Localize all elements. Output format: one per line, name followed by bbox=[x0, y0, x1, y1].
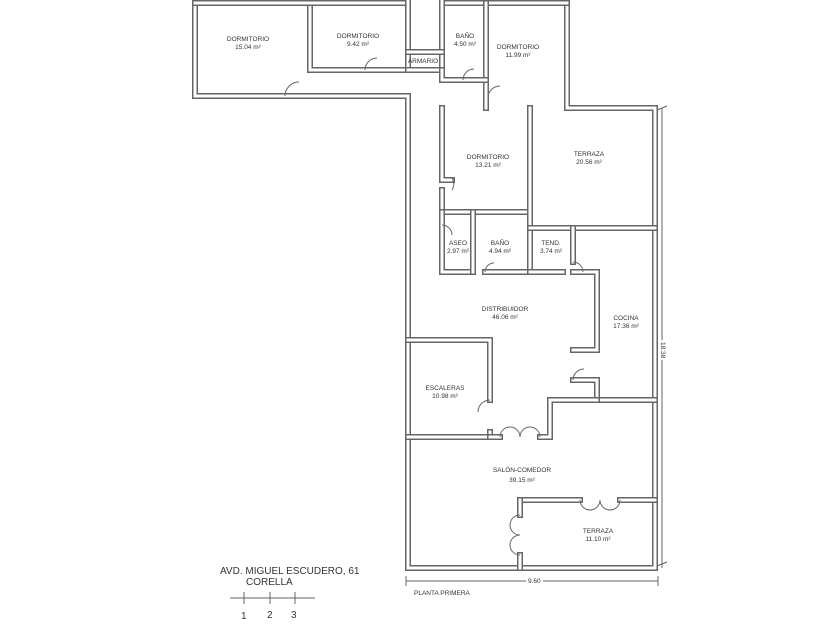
room-name: COCINA bbox=[613, 315, 639, 322]
room-name: DORMITORIO bbox=[226, 36, 270, 43]
wall bbox=[440, 68, 488, 82]
room-name: BAÑO bbox=[455, 33, 475, 40]
door-swing bbox=[284, 81, 300, 97]
height-dimension: 18.38 bbox=[659, 340, 666, 361]
door-swing bbox=[572, 368, 585, 381]
walls bbox=[192, 0, 658, 571]
room-salon-comedor: SALÓN-COMEDOR 39.15 m² bbox=[493, 467, 551, 485]
room-area: 17.36 m² bbox=[613, 323, 639, 330]
room-area: 10.98 m² bbox=[432, 393, 458, 400]
scale-tick-1: 1 bbox=[241, 611, 247, 622]
room-name: DORMITORIO bbox=[336, 33, 380, 40]
room-area: 2.97 m² bbox=[446, 248, 470, 255]
room-area: 11.99 m² bbox=[505, 52, 531, 59]
room-area: 4.94 m² bbox=[488, 248, 512, 255]
room-area: 4.50 m² bbox=[453, 41, 477, 48]
room-armario: ARMARIO bbox=[408, 58, 438, 66]
wall bbox=[308, 1, 410, 72]
room-name: BAÑO bbox=[490, 240, 510, 247]
wall bbox=[406, 338, 492, 402]
room-name: ARMARIO bbox=[407, 58, 439, 65]
door-swing bbox=[487, 85, 501, 99]
door-swing bbox=[451, 177, 455, 191]
room-name: TEND. bbox=[541, 240, 561, 247]
door-swing bbox=[364, 57, 378, 71]
address-line2: CORELLA bbox=[246, 577, 293, 588]
door-swing bbox=[509, 534, 521, 556]
room-name: TERRAZA bbox=[573, 151, 605, 158]
room-area: 11.10 m² bbox=[585, 536, 611, 543]
door-swing bbox=[579, 499, 601, 511]
room-area: 46.06 m² bbox=[492, 314, 518, 321]
wall bbox=[439, 187, 533, 215]
door-swing bbox=[519, 426, 541, 438]
floor-label: PLANTA PRIMERA bbox=[414, 590, 470, 597]
door-swing bbox=[599, 499, 621, 511]
room-area: 9.42 m² bbox=[346, 41, 370, 48]
room-area: 39.15 m² bbox=[509, 477, 535, 484]
wall bbox=[571, 270, 599, 352]
room-name: DORMITORIO bbox=[466, 154, 510, 161]
doors bbox=[284, 57, 621, 556]
room-tend: TEND.3.74 m² bbox=[540, 240, 562, 256]
door-swing bbox=[484, 262, 495, 273]
wall bbox=[193, 0, 657, 570]
room-name: ASEO bbox=[448, 240, 468, 247]
door-swing bbox=[572, 261, 584, 273]
room-name: DISTRIBUIDOR bbox=[481, 306, 529, 313]
address-line1: AVD. MIGUEL ESCUDERO, 61 bbox=[220, 566, 360, 577]
wall bbox=[192, 0, 658, 571]
room-area: 20.56 m² bbox=[576, 159, 602, 166]
room-name: SALÓN-COMEDOR bbox=[492, 467, 552, 474]
room-area: 15.04 m² bbox=[235, 44, 261, 51]
door-swing bbox=[499, 426, 521, 438]
door-swing bbox=[462, 68, 475, 81]
room-name: TERRAZA bbox=[582, 528, 614, 535]
door-swing bbox=[509, 514, 521, 536]
wall bbox=[538, 398, 599, 439]
room-area: 3.74 m² bbox=[539, 248, 563, 255]
width-dimension: 9.60 bbox=[526, 578, 543, 585]
scale-tick-3: 3 bbox=[291, 610, 297, 621]
wall bbox=[571, 378, 657, 402]
room-name: ESCALERAS bbox=[425, 385, 465, 392]
wall bbox=[440, 106, 454, 182]
door-swing bbox=[441, 224, 453, 236]
room-area: 13.21 m² bbox=[475, 162, 501, 169]
wall bbox=[440, 188, 532, 214]
door-swing bbox=[477, 399, 491, 413]
wall bbox=[570, 269, 600, 353]
scale-tick-2: 2 bbox=[267, 610, 273, 621]
room-name: DORMITORIO bbox=[496, 44, 540, 51]
wall bbox=[440, 210, 475, 274]
